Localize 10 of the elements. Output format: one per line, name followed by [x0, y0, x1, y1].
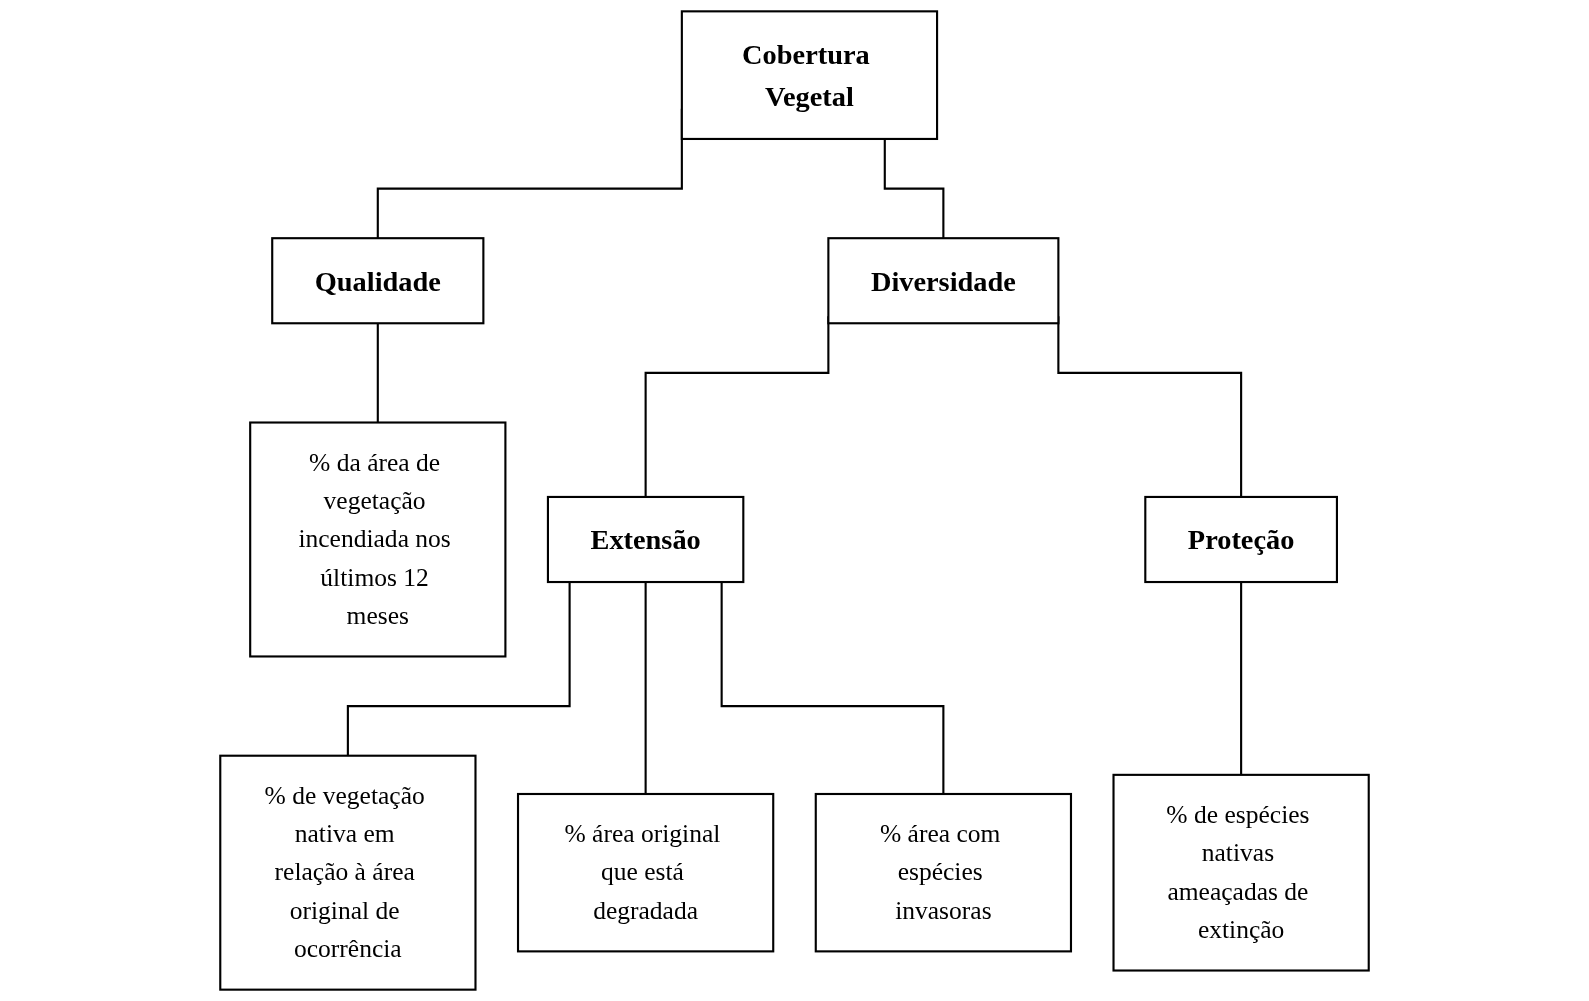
node-box: Qualidade [271, 237, 485, 325]
node-box: % área original que está degradada [516, 792, 775, 953]
node-box: % da área de vegetação incendiada nos últimos 12 meses [249, 421, 507, 658]
node-box: Cobertura Vegetal [680, 10, 939, 140]
node-box: Diversidade [827, 237, 1060, 325]
node-box: % de espécies nativas ameaçadas de extinção [1112, 773, 1370, 972]
node-box: % área com espécies invasoras [814, 792, 1073, 953]
node-box: % de vegetação nativa em relação à área original de ocorrência [219, 754, 477, 991]
node-box: Proteção [1144, 495, 1338, 584]
node-box: Extensão [546, 495, 745, 584]
